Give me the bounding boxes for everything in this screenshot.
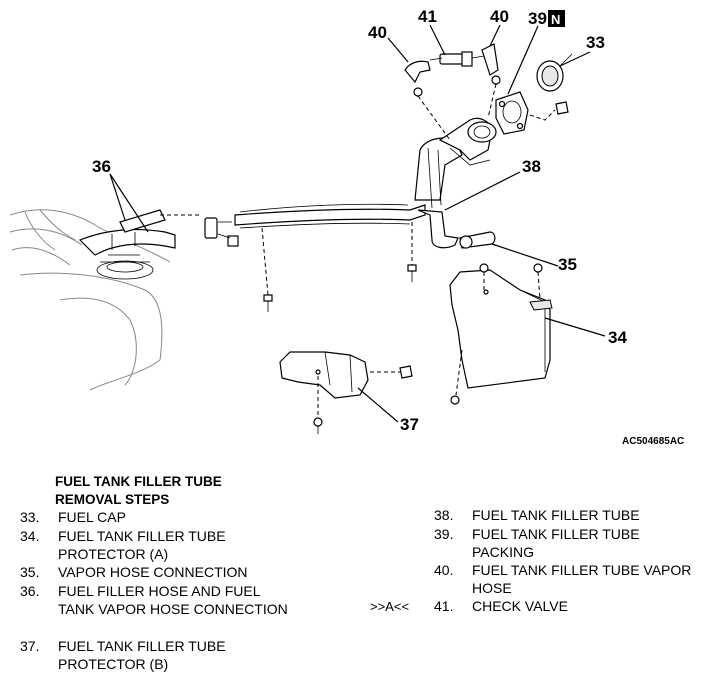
fuel-cap-33 — [529, 53, 573, 121]
callout-37: 37 — [400, 415, 419, 434]
n-badge — [548, 10, 565, 27]
step-34: 34. FUEL TANK FILLER TUBE PROTECTOR (A) — [20, 528, 226, 562]
protector-a-34 — [449, 263, 553, 405]
step-39: 39. FUEL TANK FILLER TUBE PACKING — [434, 526, 640, 560]
filler-hose-36 — [78, 209, 239, 256]
filler-tube-38 — [234, 117, 497, 249]
marker-a: >>A<< — [370, 599, 410, 614]
callout-labels: 41 40 40 39 N 33 36 38 35 34 37 AC504685… — [92, 7, 684, 447]
step-35: 35. VAPOR HOSE CONNECTION — [20, 564, 248, 580]
exploded-parts-diagram: 41 40 40 39 N 33 36 38 35 34 37 AC504685… — [9, 7, 684, 447]
callout-39: 39 — [528, 9, 547, 28]
diagram-code: AC504685AC — [622, 436, 684, 447]
callout-34: 34 — [608, 328, 627, 347]
legend-heading-line1: FUEL TANK FILLER TUBE — [55, 474, 222, 489]
step-40: 40. FUEL TANK FILLER TUBE VAPOR HOSE — [434, 562, 692, 596]
check-valve-41 — [404, 43, 501, 141]
step-41: 41. CHECK VALVE — [434, 598, 568, 614]
step-36: 36. FUEL FILLER HOSE AND FUEL TANK VAPOR… — [20, 583, 288, 617]
n-badge-text: N — [551, 12, 560, 27]
callout-40-right: 40 — [490, 7, 509, 26]
legend-heading-line2: REMOVAL STEPS — [55, 492, 170, 507]
mounting-bolts — [160, 214, 417, 312]
callout-40-left: 40 — [368, 23, 387, 42]
protector-b-37 — [279, 351, 413, 434]
packing-39 — [495, 91, 529, 135]
step-37: 37. FUEL TANK FILLER TUBE PROTECTOR (B) — [20, 638, 226, 672]
step-38: 38. FUEL TANK FILLER TUBE — [434, 507, 640, 523]
leader-lines — [109, 24, 606, 423]
callout-41: 41 — [418, 7, 437, 26]
step-33: 33. FUEL CAP — [20, 509, 126, 525]
callout-35: 35 — [558, 255, 577, 274]
callout-33: 33 — [586, 33, 605, 52]
callout-36: 36 — [92, 157, 111, 176]
callout-38: 38 — [522, 157, 541, 176]
fuel-tank-illustration — [9, 209, 171, 391]
